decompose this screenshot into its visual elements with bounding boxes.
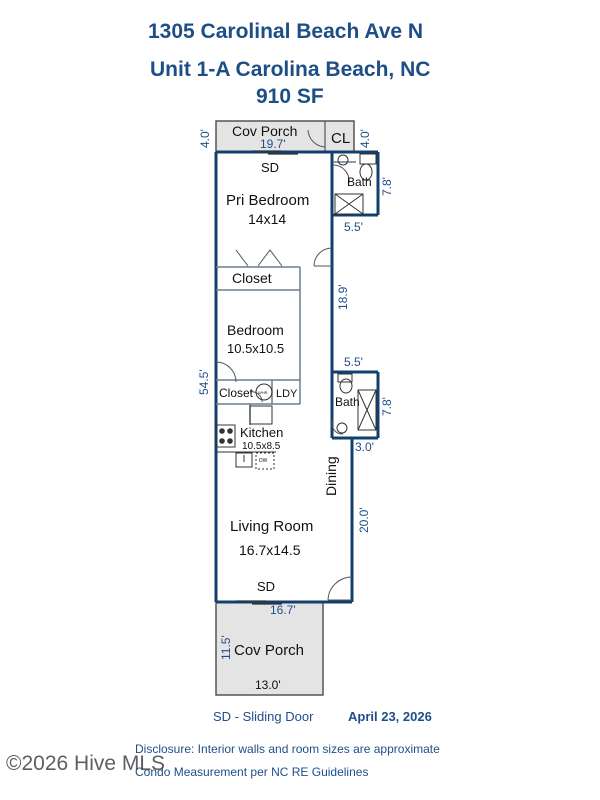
dim-porch-top-width: 19.7' [260, 137, 286, 151]
whr-label: WHR [258, 390, 268, 395]
title-line-1: 1305 Carolinal Beach Ave N [148, 20, 424, 43]
dim-porch-bottom-width: 13.0' [255, 678, 281, 692]
measurement-text: Condo Measurement per NC RE Guidelines [135, 765, 369, 779]
cov-porch-bottom-label: Cov Porch [234, 642, 304, 659]
sd-top-label: SD [261, 160, 279, 175]
pri-bedroom-label: Pri Bedroom [226, 192, 309, 209]
outer-walls [214, 150, 380, 604]
dim-top-left: 4.0' [198, 129, 212, 148]
dining-label: Dining [323, 456, 339, 496]
sd-bottom-label: SD [257, 579, 275, 594]
dim-hall-height: 18.9' [336, 284, 350, 310]
bedroom-label: Bedroom [227, 322, 284, 338]
sliding-door-top [252, 150, 298, 155]
watermark: ©2026 Hive MLS [6, 752, 166, 775]
dim-bath-mid-width: 5.5' [344, 355, 363, 369]
legend-text: SD - Sliding Door [213, 709, 314, 724]
sliding-door-bottom [236, 600, 282, 605]
living-room-label: Living Room [230, 518, 313, 535]
closet-1-label: Closet [232, 270, 272, 286]
plan-date: April 23, 2026 [348, 709, 432, 724]
closet-2-label: Closet [219, 386, 254, 400]
cov-porch-top-area [215, 120, 355, 153]
kitchen-fixtures [216, 383, 276, 470]
dim-top-right: 4.0' [358, 129, 372, 148]
dim-bath-mid-height: 7.8' [380, 397, 394, 416]
ldy-label: LDY [276, 388, 298, 400]
bath-top-label: Bath [347, 175, 372, 189]
dim-living-height: 20.0' [357, 507, 371, 533]
pri-bedroom-size: 14x14 [248, 211, 286, 227]
dw-label: DW [259, 458, 268, 464]
dim-bath-mid-bottom: 3.0' [355, 440, 374, 454]
dim-left-height: 54.5' [197, 369, 211, 395]
kitchen-size: 10.5x8.5 [242, 441, 281, 452]
bedroom-size: 10.5x10.5 [227, 341, 284, 356]
disclosure-text: Disclosure: Interior walls and room size… [135, 742, 440, 756]
cov-porch-top-label: Cov Porch [232, 123, 297, 139]
bath-mid-label: Bath [335, 395, 360, 409]
cl-label: CL [331, 130, 350, 147]
cl-door-swing [307, 129, 326, 148]
bath-mid-fixtures [336, 373, 377, 434]
dim-porch-bottom-height: 11.5' [219, 635, 233, 660]
door-swings [215, 164, 353, 601]
kitchen-label: Kitchen [240, 425, 283, 440]
dim-bath-top-height: 7.8' [380, 177, 394, 196]
title-line-2: Unit 1-A Carolina Beach, NC [150, 58, 431, 81]
dim-bath-top-width: 5.5' [344, 220, 363, 234]
title-line-3: 910 SF [256, 85, 324, 108]
living-room-size: 16.7x14.5 [239, 542, 301, 558]
bath-top-fixtures [334, 153, 377, 215]
cov-porch-bottom-area [215, 601, 324, 696]
dim-living-width: 16.7' [270, 603, 296, 617]
